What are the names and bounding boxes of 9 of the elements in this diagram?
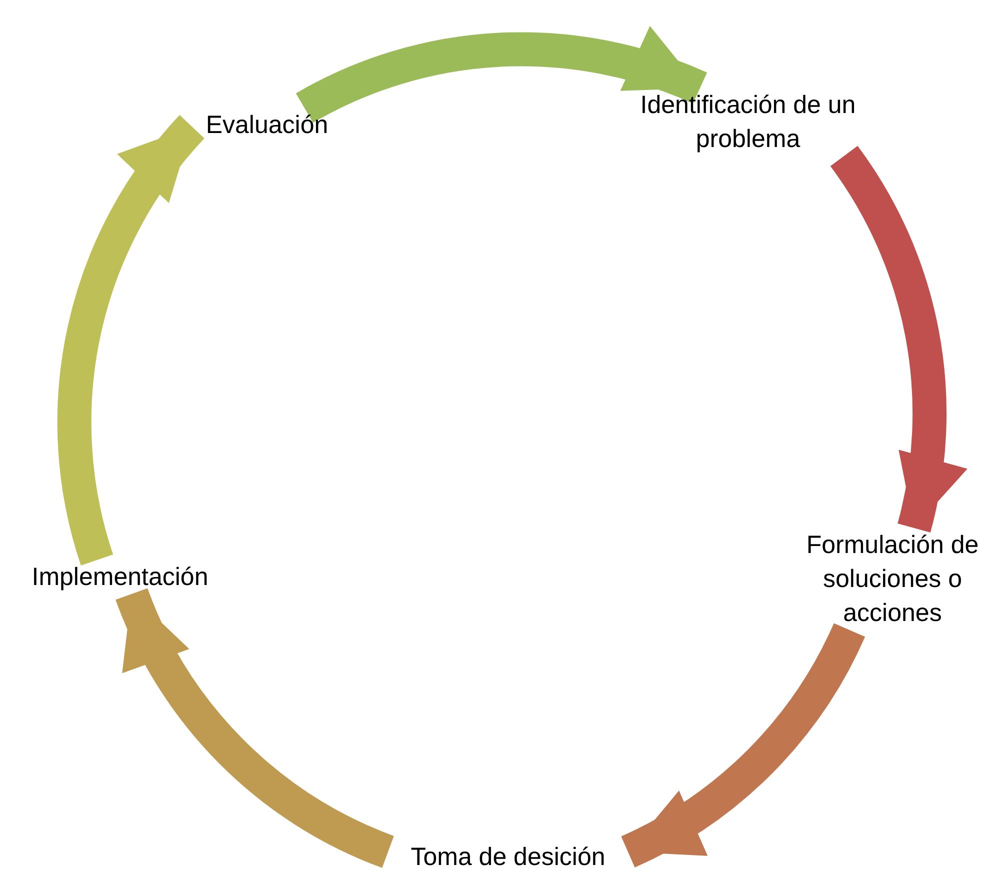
curved-arrow: [116, 587, 395, 868]
curved-arrow: [296, 29, 706, 124]
step-label: Formulación de soluciones o acciones: [785, 528, 998, 630]
step-label: Evaluación: [192, 108, 342, 142]
curved-arrow: [58, 116, 206, 564]
curved-arrow: [620, 622, 865, 868]
step-label: Identificación de un problema: [628, 88, 868, 156]
step-label: Implementación: [5, 560, 235, 594]
step-label: Toma de desición: [388, 840, 628, 874]
